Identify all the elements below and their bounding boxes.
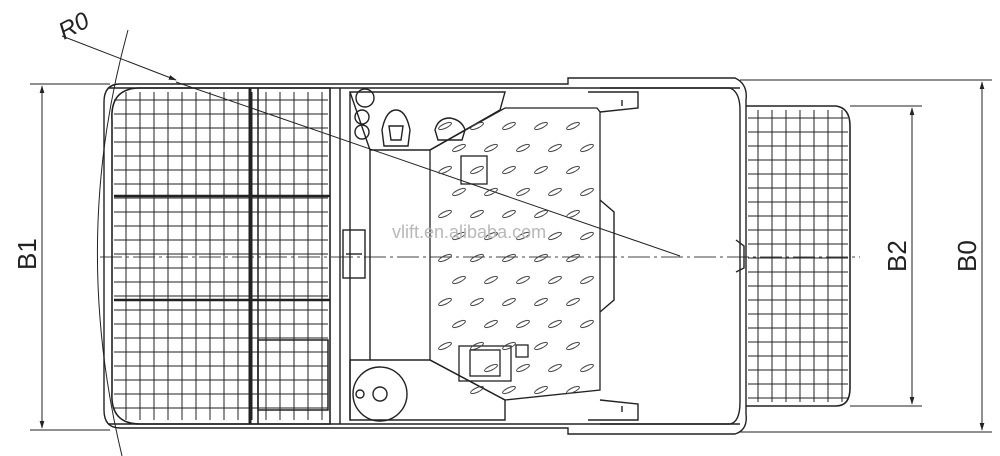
rear-step [746,105,851,407]
overhead-guard [111,87,331,425]
b1-dimension [30,83,110,431]
b0-label: B0 [952,240,982,272]
b2-label: B2 [882,240,912,272]
operator-compartment [339,88,506,424]
b1-label: B1 [12,238,42,270]
chassis-outline [103,77,747,435]
watermark: vlift.en.alibaba.com [392,222,546,242]
b2-dimension [850,105,922,407]
counterweight [588,87,745,425]
r0-leader [61,35,177,81]
r0-radius-line [175,81,681,257]
b0-dimension [740,79,992,433]
floor-plate [429,107,601,401]
floor-plate-tread [438,121,594,395]
r0-label: R0 [54,7,94,46]
r0-arc [96,29,129,456]
